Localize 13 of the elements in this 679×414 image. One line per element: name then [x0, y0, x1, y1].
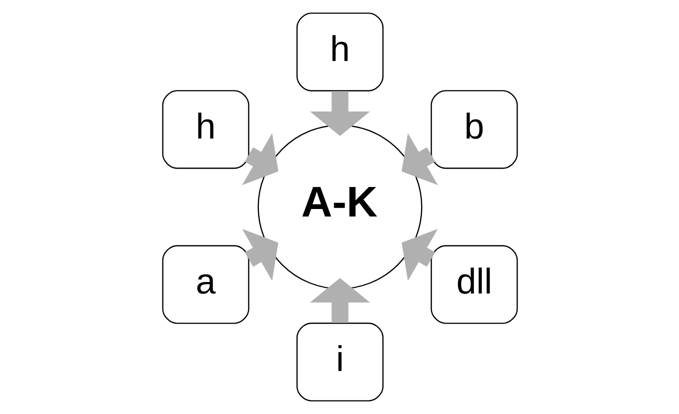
- node-box: a: [162, 245, 249, 324]
- arrow: [242, 133, 278, 186]
- node-box: b: [430, 90, 518, 169]
- arrow: [310, 278, 370, 323]
- arrow: [242, 228, 278, 281]
- arrow: [310, 91, 370, 136]
- arrow: [401, 133, 438, 186]
- node-box: h: [296, 12, 384, 92]
- node-box: i: [296, 322, 384, 402]
- node-box: dll: [430, 245, 518, 324]
- node-box: h: [162, 90, 249, 169]
- node-circle: A-K: [257, 124, 422, 290]
- arrow: [401, 228, 438, 281]
